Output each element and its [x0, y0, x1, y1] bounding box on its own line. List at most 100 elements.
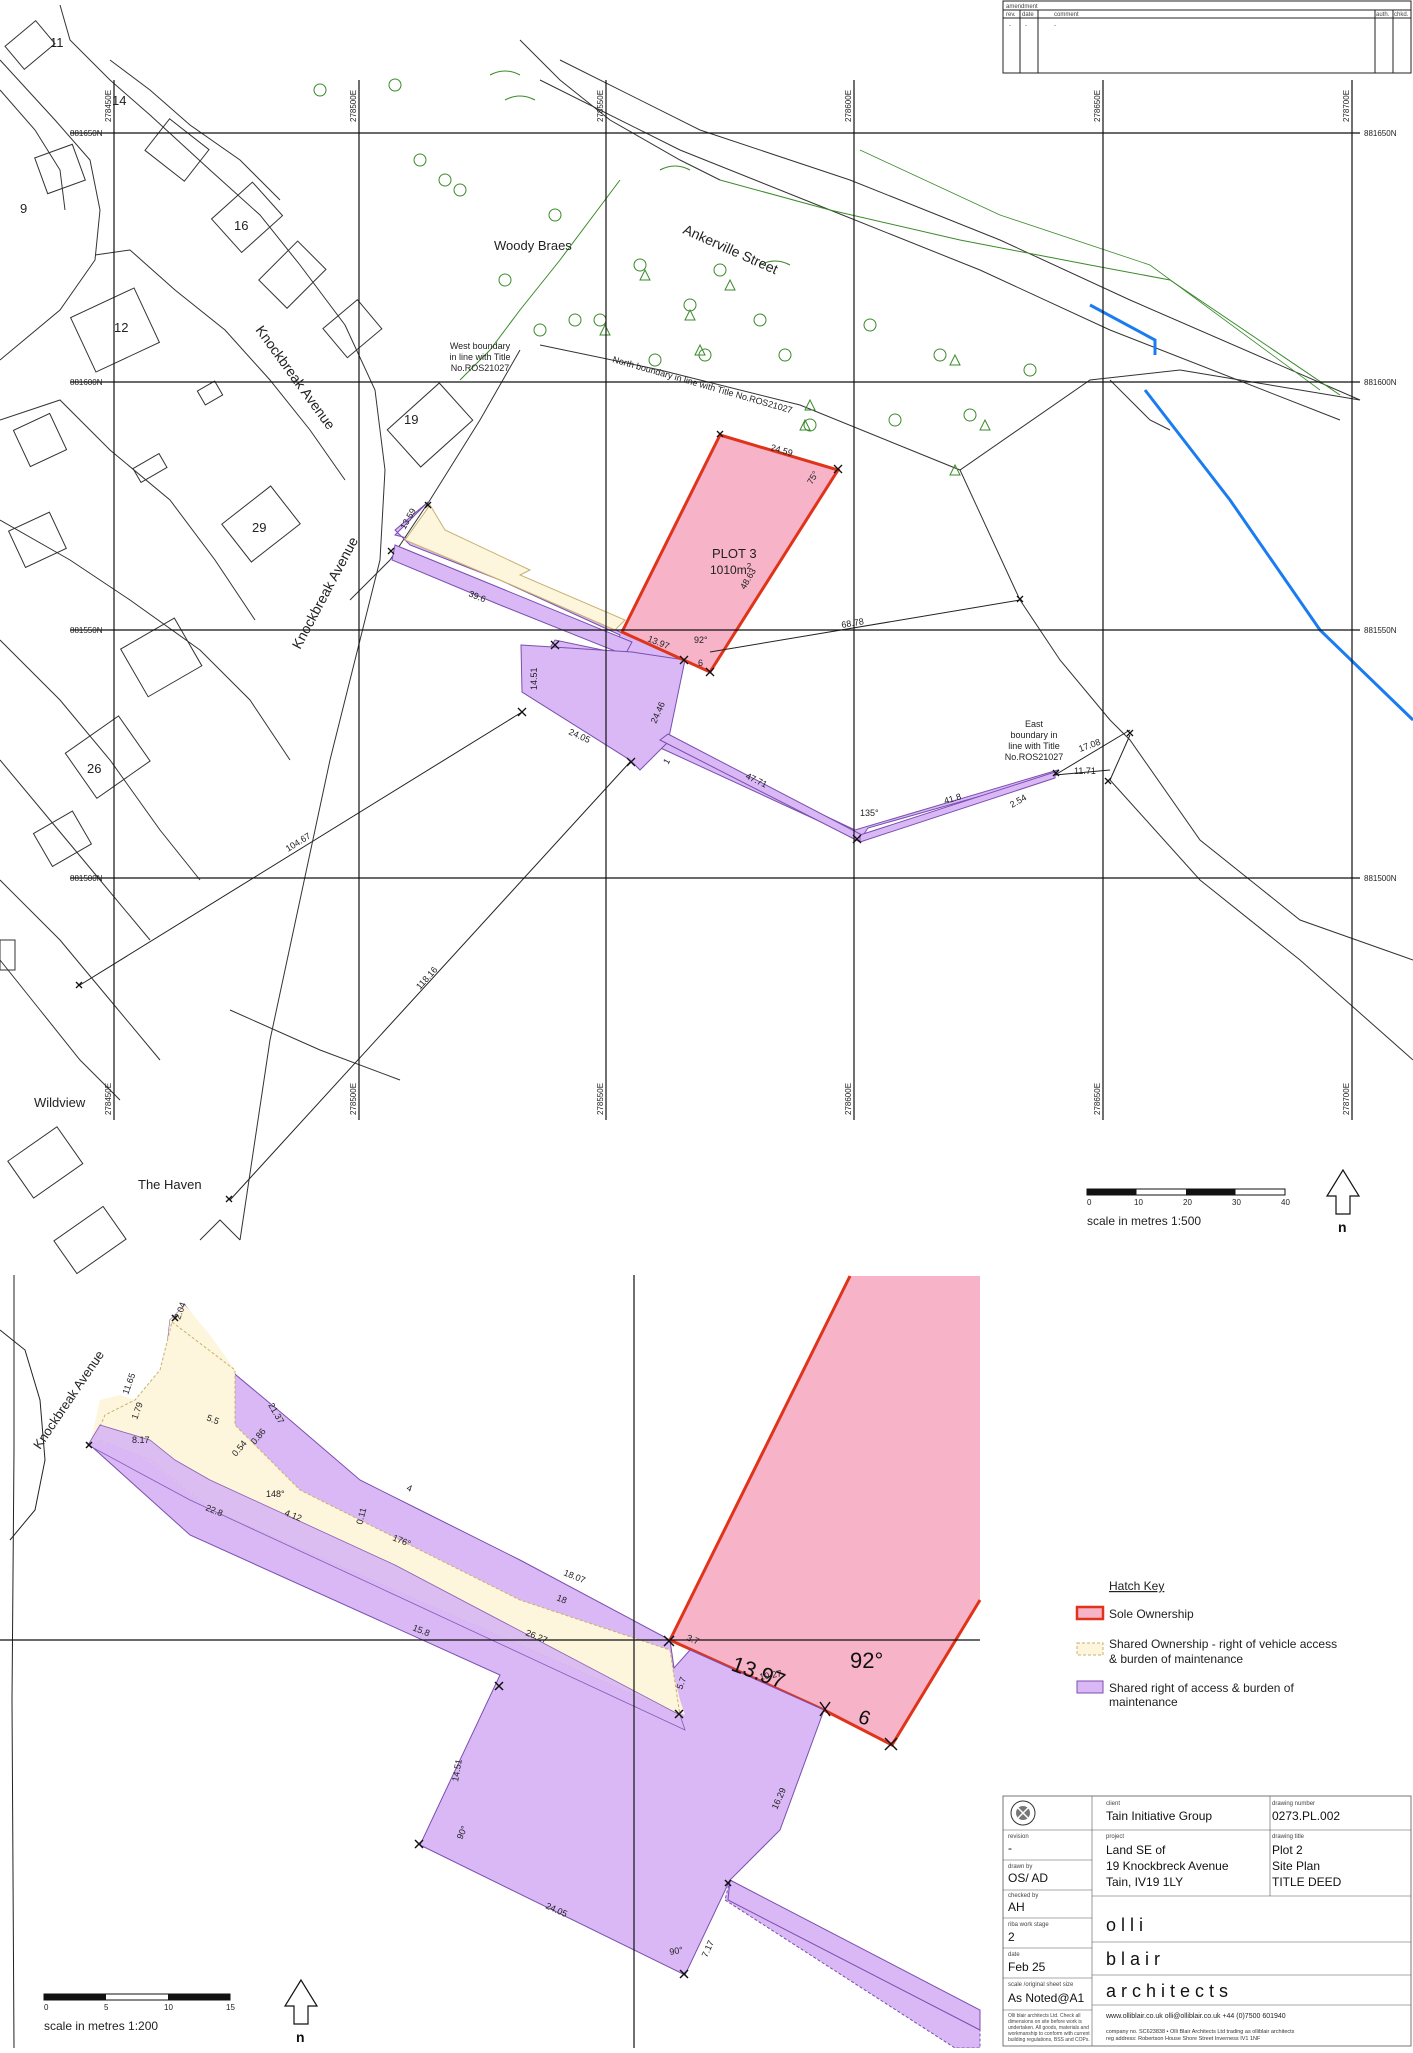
amendment-row-comment: - [1054, 23, 1056, 29]
scale-200-caption: scale in metres 1:200 [44, 2019, 158, 2033]
tb-drawnby-label: drawn by [1008, 1864, 1032, 1870]
scale-200-tick-10: 10 [164, 2003, 173, 2012]
detail-dim-92deg: 92° [850, 1648, 883, 1673]
house-numbers: 11 14 9 16 12 19 29 26 [20, 35, 418, 776]
plot-area-sup: 2 [747, 562, 752, 571]
grid-e-2: 278500E [349, 90, 358, 122]
site-plan: 278450E 278500E 278550E 278600E 278650E … [0, 4, 1413, 1275]
amendment-col-comment: comment [1054, 12, 1079, 18]
detail-dim-5-5: 5.5 [205, 1413, 220, 1427]
tb-company-1: company no. SC623838 • Olli Blair Archit… [1106, 2029, 1295, 2035]
tb-scale-label: scale /original sheet size [1008, 1982, 1074, 1988]
note-east-4: No.ROS21027 [1005, 752, 1064, 762]
title-block: client Tain Initiative Group drawing num… [1002, 1795, 1412, 2047]
tb-stage-label: riba work stage [1008, 1922, 1049, 1928]
key-swatch-shared-access [1076, 1680, 1104, 1694]
tb-revision-label: revision [1008, 1834, 1029, 1840]
tb-title-2: Site Plan [1272, 1859, 1320, 1873]
tb-title-1: Plot 2 [1272, 1843, 1303, 1857]
tb-project-2: 19 Knockbreck Avenue [1106, 1859, 1229, 1873]
tb-project-1: Land SE of [1106, 1843, 1166, 1857]
detail-plan: 13.97 92° 6 11.65 1.79 8.17 22.8 5.5 21.… [0, 1274, 982, 2049]
grid-n-3r: 881550N [1364, 626, 1397, 635]
scale-500-tick-20: 20 [1183, 1198, 1192, 1207]
detail-dim-0-11: 0.11 [354, 1507, 368, 1526]
detail-dim-10-27: 10.27 [759, 1668, 783, 1682]
scale-200-tick-0: 0 [44, 2003, 49, 2012]
tb-disclaimer-1: Olli blair architects Ltd. Check all [1008, 2013, 1081, 2019]
tb-disclaimer-5: building regulations, BSS and COPs. [1008, 2037, 1090, 2043]
plot-name: PLOT 3 [712, 546, 757, 561]
dim-118-16: 118.16 [414, 965, 439, 992]
tb-title-label: drawing title [1272, 1834, 1305, 1840]
tb-stage: 2 [1008, 1930, 1015, 1944]
house-14: 14 [112, 93, 126, 108]
scale-500-tick-10: 10 [1134, 1198, 1143, 1207]
grid-e-4: 278600E [844, 90, 853, 122]
dim-17-08: 17.08 [1077, 737, 1102, 754]
dim-2-54: 2.54 [1008, 792, 1028, 809]
amendment-col-auth: auth. [1376, 12, 1390, 18]
scale-bar-500: 0 10 20 30 40 scale in metres 1:500 [1086, 1188, 1290, 1228]
amendment-col-date: date [1022, 12, 1034, 18]
detail-dim-90deg-b: 90° [669, 1945, 685, 1957]
tb-disclaimer-4: workmanship to conform with current [1008, 2031, 1090, 2037]
street-knockbreak-1: Knockbreak Avenue [253, 322, 339, 432]
grid-e-2b: 278500E [349, 1083, 358, 1115]
house-9: 9 [20, 201, 27, 216]
brand-line-2: b l a i r [1106, 1949, 1160, 1969]
north-arrow-detail: n [283, 1978, 319, 2045]
amendment-row-rev: - [1009, 23, 1011, 29]
dim-92deg: 92° [694, 635, 708, 645]
amendment-title: amendment [1006, 4, 1038, 10]
tb-client: Tain Initiative Group [1106, 1809, 1212, 1823]
plot-area-value: 1010m [710, 563, 747, 577]
key-label-access-1: Shared right of access & burden of [1109, 1681, 1294, 1695]
brand-line-3: a r c h i t e c t s [1106, 1981, 1228, 2001]
amendment-col-chkd: chkd. [1394, 12, 1409, 18]
os-base-map [0, 4, 1413, 1275]
grid-e-5: 278650E [1093, 90, 1102, 122]
grid-e-3: 278550E [596, 90, 605, 122]
house-29: 29 [252, 520, 266, 535]
house-12: 12 [114, 320, 128, 335]
grid-n-4: 881500N [70, 874, 103, 883]
place-the-haven: The Haven [138, 1177, 202, 1192]
detail-plot-area [670, 1276, 980, 1745]
dim-6: 6 [698, 658, 703, 668]
note-east-3: line with Title [1008, 741, 1060, 751]
grid-n-1r: 881650N [1364, 129, 1397, 138]
detail-dim-14-51: 14.51 [450, 1758, 464, 1782]
grid-labels: 278450E 278500E 278550E 278600E 278650E … [70, 90, 1397, 1115]
tb-disclaimer-3: undertaken. All goods, materials and [1008, 2025, 1089, 2031]
amendment-col-rev: rev. [1006, 12, 1016, 18]
dim-11-71: 11.71 [1074, 766, 1096, 776]
dim-68-78: 68.78 [841, 616, 865, 630]
dim-41-8: 41.8 [943, 791, 963, 805]
house-16: 16 [234, 218, 248, 233]
north-arrow-detail-icon [283, 1978, 319, 2025]
house-11: 11 [50, 35, 64, 50]
tb-company-2: reg address: Robertson House Shore Stree… [1106, 2036, 1261, 2042]
grid-e-6: 278700E [1342, 90, 1351, 122]
north-label-detail: n [296, 2029, 305, 2045]
tree-symbols [313, 70, 1037, 476]
grid-n-2r: 881600N [1364, 378, 1397, 387]
detail-dim-11-65: 11.65 [120, 1372, 137, 1396]
note-east-2: boundary in [1010, 730, 1057, 740]
detail-dim-4: 4 [405, 1483, 413, 1494]
key-label-access-2: maintenance [1109, 1695, 1178, 1709]
dim-135deg: 135° [860, 808, 879, 818]
key-label-shared-2: & burden of maintenance [1109, 1652, 1243, 1666]
grid-n-3: 881550N [70, 626, 103, 635]
place-wildview: Wildview [34, 1095, 86, 1110]
tb-date: Feb 25 [1008, 1960, 1046, 1974]
tb-date-label: date [1008, 1952, 1020, 1958]
dim-1: 1 [661, 757, 672, 766]
coordinate-grid [70, 80, 1360, 1120]
grid-e-1: 278450E [104, 90, 113, 122]
detail-dim-3-7: 3.7 [685, 1633, 700, 1647]
tb-contact: www.olliblair.co.uk olli@olliblair.co.uk… [1105, 2013, 1286, 2020]
